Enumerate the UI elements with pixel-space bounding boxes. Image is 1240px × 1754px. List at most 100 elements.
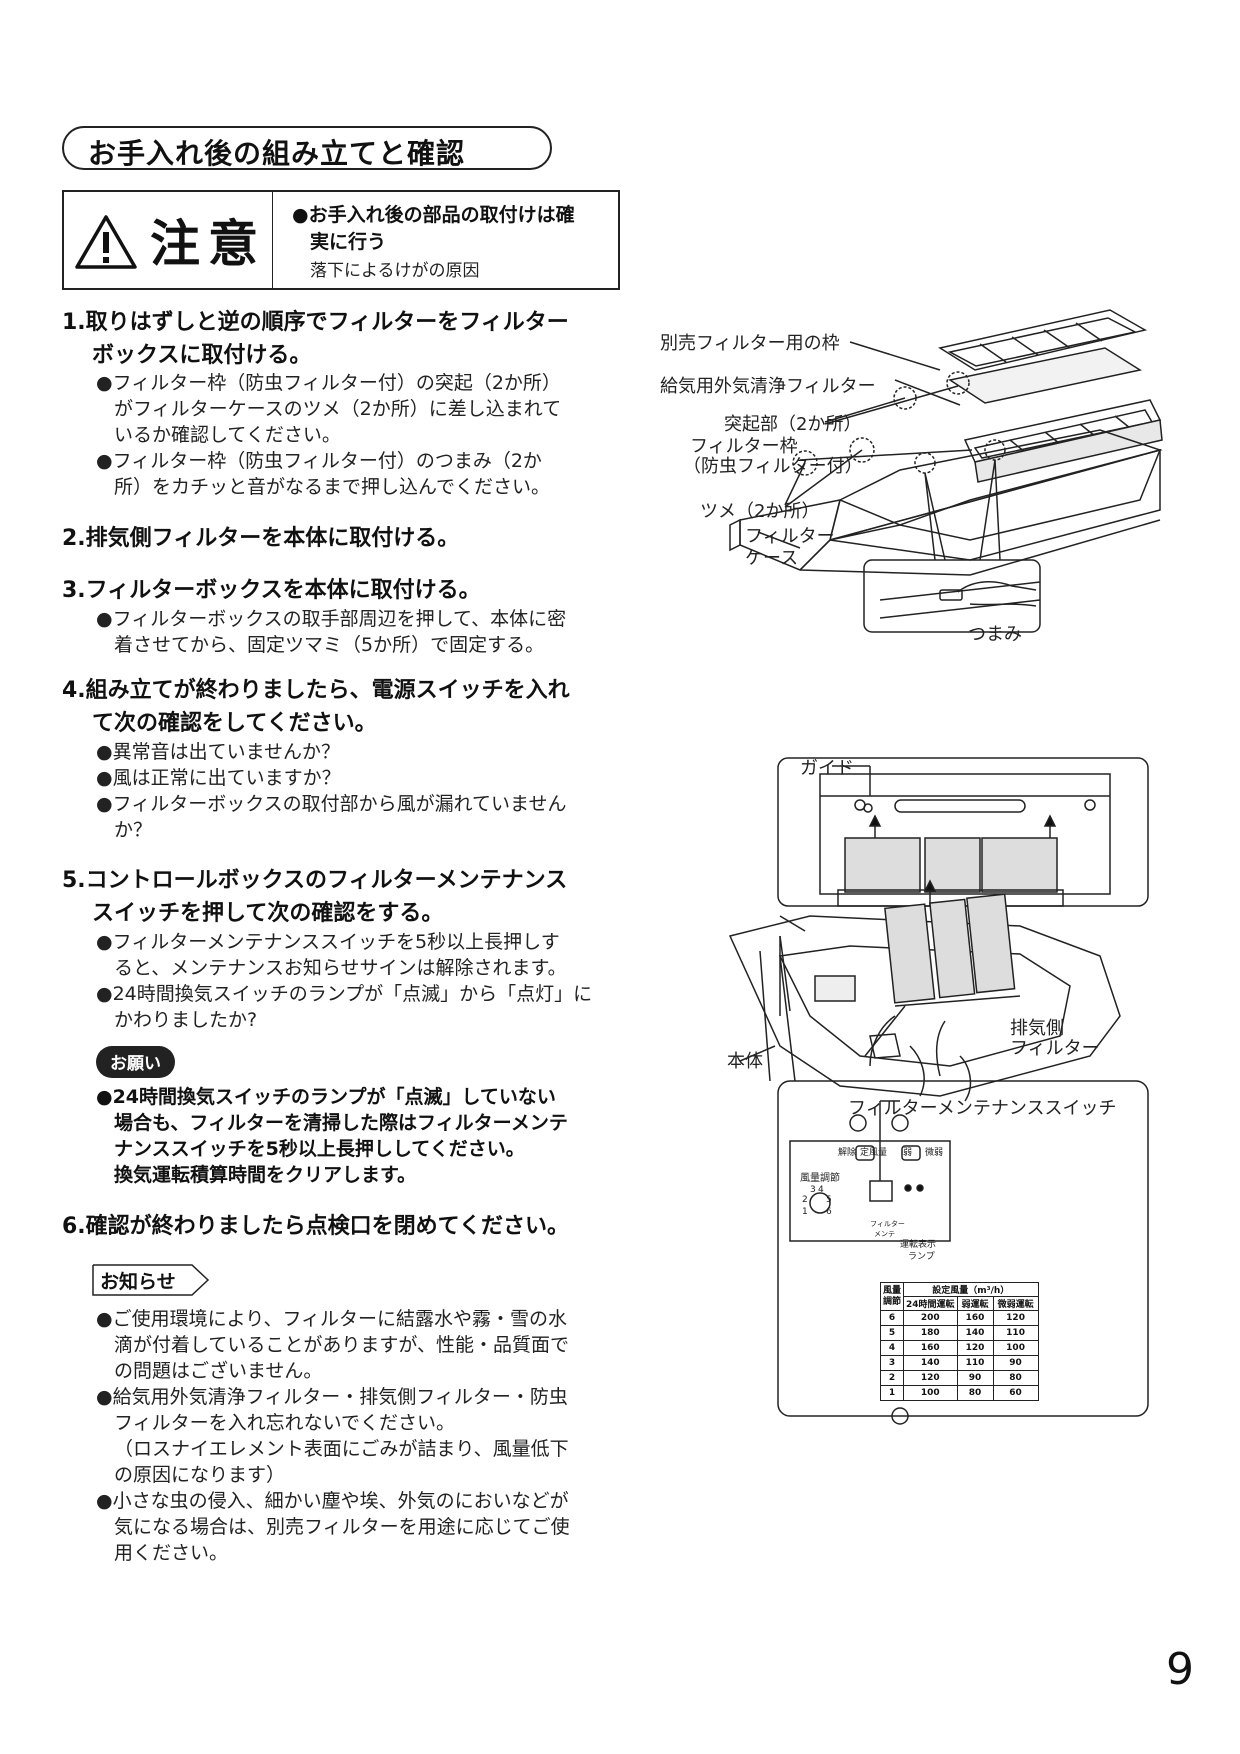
table-col-header: 微弱運転 xyxy=(992,1296,1039,1311)
step-line: 2.排気側フィルターを本体に取付ける。 xyxy=(62,526,460,551)
panel-dial-label: 風量調節 xyxy=(800,1173,840,1184)
onegai-text: ●24時間換気スイッチのランプが「点滅」していない 場合も、フィルターを清掃した… xyxy=(96,1084,568,1188)
label-filter-frame: フィルター枠 xyxy=(690,436,798,457)
table-cell: 140 xyxy=(903,1355,958,1371)
filter-box-illustration xyxy=(729,309,1163,633)
step-4-bullets: ●異常音は出ていませんか？ ●風は正常に出ていますか？ ●フィルターボックスの取… xyxy=(96,739,567,843)
table-col-header: 弱運転 xyxy=(956,1296,994,1311)
bullet-line: がフィルターケースのツメ（2か所）に差し込まれて xyxy=(114,398,562,420)
notice-line: ●ご使用環境により、フィルターに結露水や霧・雪の水 xyxy=(96,1308,568,1330)
caution-box: 注意 ●お手入れ後の部品の取付けは確 実に行う 落下によるけがの原因 xyxy=(62,190,620,290)
caution-line: ●お手入れ後の部品の取付けは確 xyxy=(292,204,575,226)
caution-text: ●お手入れ後の部品の取付けは確 実に行う xyxy=(292,202,612,256)
step-line: 4.組み立てが終わりましたら、電源スイッチを入れ xyxy=(62,678,570,703)
table-head-text: 風量 xyxy=(883,1285,902,1296)
label-protrusion: 突起部（2か所） xyxy=(724,414,862,435)
step-3-bullets: ●フィルターボックスの取手部周辺を押して、本体に密 着させてから、固定ツマミ（5… xyxy=(96,606,566,658)
label-insect-filter: （防虫フィルター付） xyxy=(683,456,863,477)
bullet-line: いるか確認してください。 xyxy=(114,424,341,446)
step-1: 1.取りはずしと逆の順序でフィルターをフィルター ボックスに取付ける。 xyxy=(62,306,569,372)
label-body: 本体 xyxy=(727,1051,763,1072)
table-cell: 200 xyxy=(903,1310,958,1326)
notice-line: 用ください。 xyxy=(114,1542,229,1564)
table-cell: 180 xyxy=(903,1325,958,1341)
label-intake-filter: 給気用外気清浄フィルター xyxy=(660,376,876,397)
notice-line: フィルターを入れ忘れないでください。 xyxy=(114,1412,456,1434)
caution-line: 実に行う xyxy=(310,231,387,253)
table-cell: 2 xyxy=(879,1370,905,1386)
onegai-badge: お願い xyxy=(96,1046,175,1078)
bullet-line: ●フィルター枠（防虫フィルター付）のつまみ（2か xyxy=(96,450,542,472)
control-panel: 解除 定風量 弱 微弱 風量調節 3 4 2 5 1 6 フィルター メンテ 運… xyxy=(790,1141,1050,1262)
step-line: 3.フィルターボックスを本体に取付ける。 xyxy=(62,578,481,603)
bullet-line: ●フィルターボックスの取付部から風が漏れていません xyxy=(96,793,567,815)
bullet-line: かわりましたか? xyxy=(114,1009,258,1031)
bullet-line: ●風は正常に出ていますか？ xyxy=(96,767,341,789)
table-cell: 120 xyxy=(992,1310,1039,1326)
table-cell: 90 xyxy=(992,1355,1039,1371)
table-cell: 100 xyxy=(992,1340,1039,1356)
bullet-line: ると、メンテナンスお知らせサインは解除されます。 xyxy=(114,957,567,979)
table-cell: 160 xyxy=(903,1340,958,1356)
label-optional-filter-frame: 別売フィルター用の枠 xyxy=(660,333,840,354)
exhaust-filter-illustration xyxy=(728,757,1149,1425)
step-4: 4.組み立てが終わりましたら、電源スイッチを入れ て次の確認をしてください。 xyxy=(62,674,570,740)
step-line: 5.コントロールボックスのフィルターメンテナンス xyxy=(62,868,568,893)
bullet-line: 所）をカチッと音がなるまで押し込んでください。 xyxy=(114,476,551,498)
onegai-line: 換気運転積算時間をクリアします。 xyxy=(114,1164,417,1186)
table-cell: 100 xyxy=(903,1385,958,1401)
table-head-title: 設定風量（m³/h） xyxy=(903,1282,1039,1297)
bullet-line: 着させてから、固定ツマミ（5か所）で固定する。 xyxy=(114,634,545,656)
table-cell: 1 xyxy=(879,1385,905,1401)
table-cell: 110 xyxy=(956,1355,994,1371)
bullet-line: ●異常音は出ていませんか？ xyxy=(96,741,341,763)
step-5: 5.コントロールボックスのフィルターメンテナンス スイッチを押して次の確認をする… xyxy=(62,864,567,930)
label-maintenance-switch: フィルターメンテナンススイッチ xyxy=(848,1098,1117,1119)
step-line: て次の確認をしてください。 xyxy=(92,711,377,736)
panel-constant-label: 定風量 xyxy=(860,1148,888,1158)
table-cell: 140 xyxy=(956,1325,994,1341)
label-exhaust-filter-a: 排気側 xyxy=(1010,1018,1064,1039)
table-cell: 6 xyxy=(879,1310,905,1326)
panel-very-weak-label: 微弱 xyxy=(925,1148,944,1158)
step-6: 6.確認が終わりましたら点検口を閉めてください。 xyxy=(62,1210,569,1243)
dial-number: 2 xyxy=(802,1195,808,1205)
table-cell: 4 xyxy=(879,1340,905,1356)
table-cell: 3 xyxy=(879,1355,905,1371)
panel-lamp-label: 運転表示 xyxy=(900,1240,937,1250)
dial-number: 6 xyxy=(826,1207,832,1217)
bullet-line: ●フィルター枠（防虫フィルター付）の突起（2か所） xyxy=(96,372,561,394)
label-filter-case-a: フィルター xyxy=(745,526,835,547)
onegai-line: ●24時間換気スイッチのランプが「点滅」していない xyxy=(96,1086,556,1108)
panel-lamp-label: ランプ xyxy=(908,1252,935,1262)
label-knob: つまみ xyxy=(968,624,1022,645)
step-line: 6.確認が終わりましたら点検口を閉めてください。 xyxy=(62,1214,570,1239)
bullet-line: ●フィルターボックスの取手部周辺を押して、本体に密 xyxy=(96,608,567,630)
notice-bullets: ●ご使用環境により、フィルターに結露水や霧・雪の水 滴が付着していることがありま… xyxy=(96,1306,570,1566)
notice-line: （ロスナイエレメント表面にごみが詰まり、風量低下 xyxy=(114,1438,569,1460)
step-2: 2.排気側フィルターを本体に取付ける。 xyxy=(62,522,459,555)
notice-line: ●小さな虫の侵入、細かい塵や埃、外気のにおいなどが xyxy=(96,1490,569,1512)
panel-weak-label: 弱 xyxy=(903,1148,913,1158)
bullet-line: ●フィルターメンテナンススイッチを5秒以上長押しす xyxy=(96,931,560,953)
table-cell: 60 xyxy=(992,1385,1039,1401)
notice-line: 気になる場合は、別売フィルターを用途に応じてご使 xyxy=(114,1516,570,1538)
table-head-cell: 風量 調節 xyxy=(879,1282,905,1311)
step-3: 3.フィルターボックスを本体に取付ける。 xyxy=(62,574,481,607)
caution-label: 注意 xyxy=(64,192,273,288)
caution-word: 注意 xyxy=(150,215,266,273)
table-cell: 80 xyxy=(992,1370,1039,1386)
label-claw: ツメ（2か所） xyxy=(700,501,820,522)
label-filter-case-b: ケース xyxy=(745,548,799,569)
table-cell: 90 xyxy=(956,1370,994,1386)
table-cell: 120 xyxy=(903,1370,958,1386)
panel-release-label: 解除 xyxy=(838,1148,857,1158)
notice-badge-frame xyxy=(92,1264,210,1296)
table-cell: 160 xyxy=(956,1310,994,1326)
notice-line: 滴が付着していることがありますが、性能・品質面で xyxy=(114,1334,570,1356)
notice-line: の原因になります） xyxy=(114,1464,286,1486)
step-line: スイッチを押して次の確認をする。 xyxy=(92,901,444,926)
